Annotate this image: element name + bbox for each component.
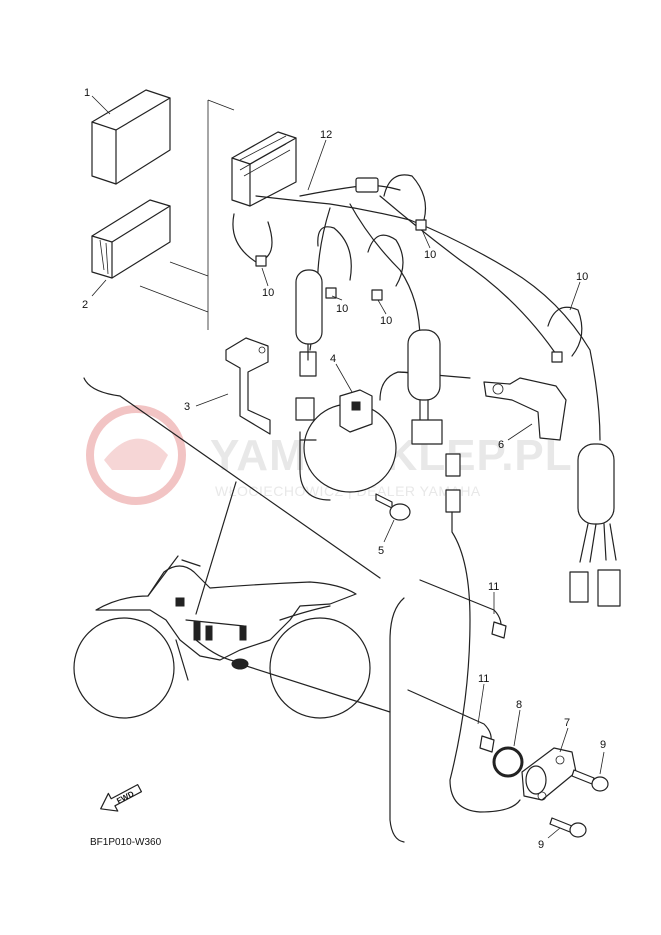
callout-10d: 10 bbox=[424, 249, 436, 261]
callout-10e: 10 bbox=[576, 271, 588, 283]
crankshaft-sensor bbox=[521, 747, 577, 801]
callout-2: 2 bbox=[82, 299, 88, 311]
cdi-unit bbox=[91, 199, 171, 279]
callout-6: 6 bbox=[498, 439, 504, 451]
callout-1: 1 bbox=[84, 87, 90, 99]
fwd-arrow: FWD bbox=[100, 784, 143, 812]
ignition-coil-bracket bbox=[225, 337, 271, 435]
motorcycle-outline bbox=[73, 555, 371, 719]
callouts: 1 2 3 4 5 6 7 8 9 9 10 10 10 10 10 11 11 bbox=[82, 87, 606, 851]
harness-connector bbox=[231, 131, 297, 207]
screws bbox=[549, 769, 609, 838]
callout-7: 7 bbox=[564, 717, 570, 729]
spark-plug-cap bbox=[483, 377, 567, 441]
callout-11a: 11 bbox=[488, 581, 499, 593]
callout-3: 3 bbox=[184, 401, 190, 413]
cdi-unit-cover bbox=[91, 89, 171, 185]
band-clamps bbox=[232, 174, 583, 363]
callout-8: 8 bbox=[516, 699, 522, 711]
callout-11b: 11 bbox=[478, 673, 489, 685]
noise-suppressor bbox=[295, 269, 323, 361]
callout-9b: 9 bbox=[538, 839, 544, 851]
ignition-coil bbox=[295, 351, 471, 501]
callout-12: 12 bbox=[320, 129, 332, 141]
callout-10a: 10 bbox=[262, 287, 274, 299]
diagram-code: BF1P010-W360 bbox=[90, 837, 162, 848]
cable-ties bbox=[407, 579, 507, 753]
sensor-lead bbox=[445, 489, 521, 813]
callout-5: 5 bbox=[378, 545, 384, 557]
callout-9a: 9 bbox=[600, 739, 606, 751]
bolt bbox=[375, 493, 411, 521]
callout-10c: 10 bbox=[380, 315, 392, 327]
callout-10b: 10 bbox=[336, 303, 348, 315]
rectifier-regulator bbox=[407, 329, 461, 477]
o-ring bbox=[492, 746, 524, 778]
callout-4: 4 bbox=[330, 353, 336, 365]
magneto-lead-unit bbox=[569, 443, 621, 607]
